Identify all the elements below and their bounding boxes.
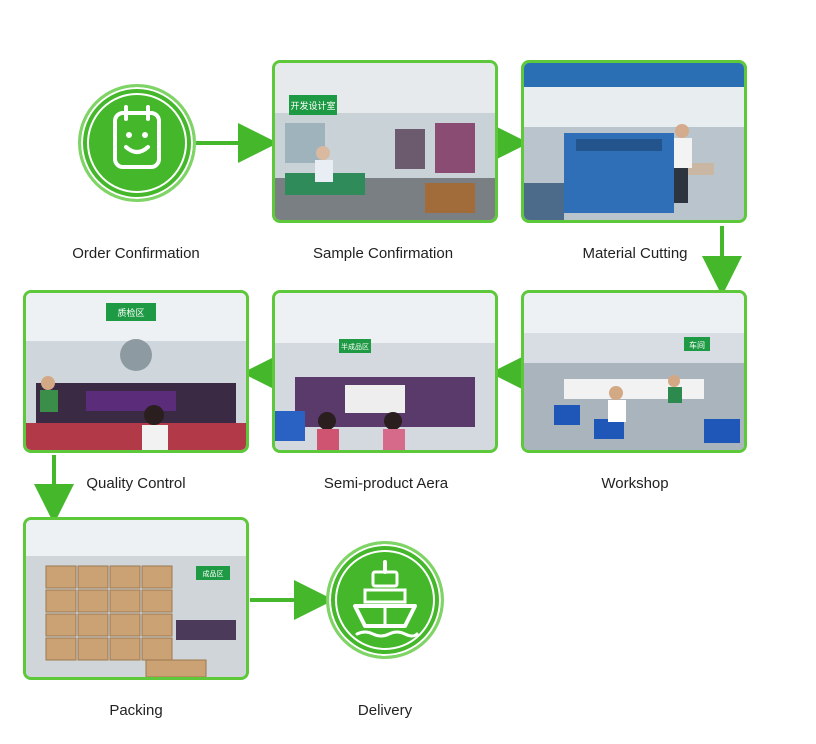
step-label-order-confirmation: Order Confirmation: [16, 245, 256, 262]
step-label-quality-control: Quality Control: [16, 475, 256, 492]
step-label-delivery: Delivery: [265, 702, 505, 719]
workshop-sign: 车间: [689, 340, 705, 350]
material-cutting-photo: [521, 60, 747, 223]
step-label-sample-confirmation: Sample Confirmation: [263, 245, 503, 262]
semi-product-photo: 半成品区: [272, 290, 498, 453]
delivery-circle: [326, 541, 444, 659]
quality-sign: 质检区: [117, 307, 144, 319]
ship-icon: [329, 544, 441, 656]
step-label-packing: Packing: [16, 702, 256, 719]
clipboard-smile-icon: [81, 87, 193, 199]
order-confirmation-circle: [78, 84, 196, 202]
sample-room-sign: 开发设计室: [290, 100, 335, 112]
workshop-photo: 车间: [521, 290, 747, 453]
step-label-workshop: Workshop: [515, 475, 755, 492]
packing-sign: 成品区: [203, 569, 224, 578]
step-label-semi-product: Semi-product Aera: [266, 475, 506, 492]
sample-confirmation-photo: 开发设计室: [272, 60, 498, 223]
semi-product-sign: 半成品区: [341, 342, 369, 351]
quality-control-photo: 质检区: [23, 290, 249, 453]
step-label-material-cutting: Material Cutting: [515, 245, 755, 262]
packing-photo: 成品区: [23, 517, 249, 680]
